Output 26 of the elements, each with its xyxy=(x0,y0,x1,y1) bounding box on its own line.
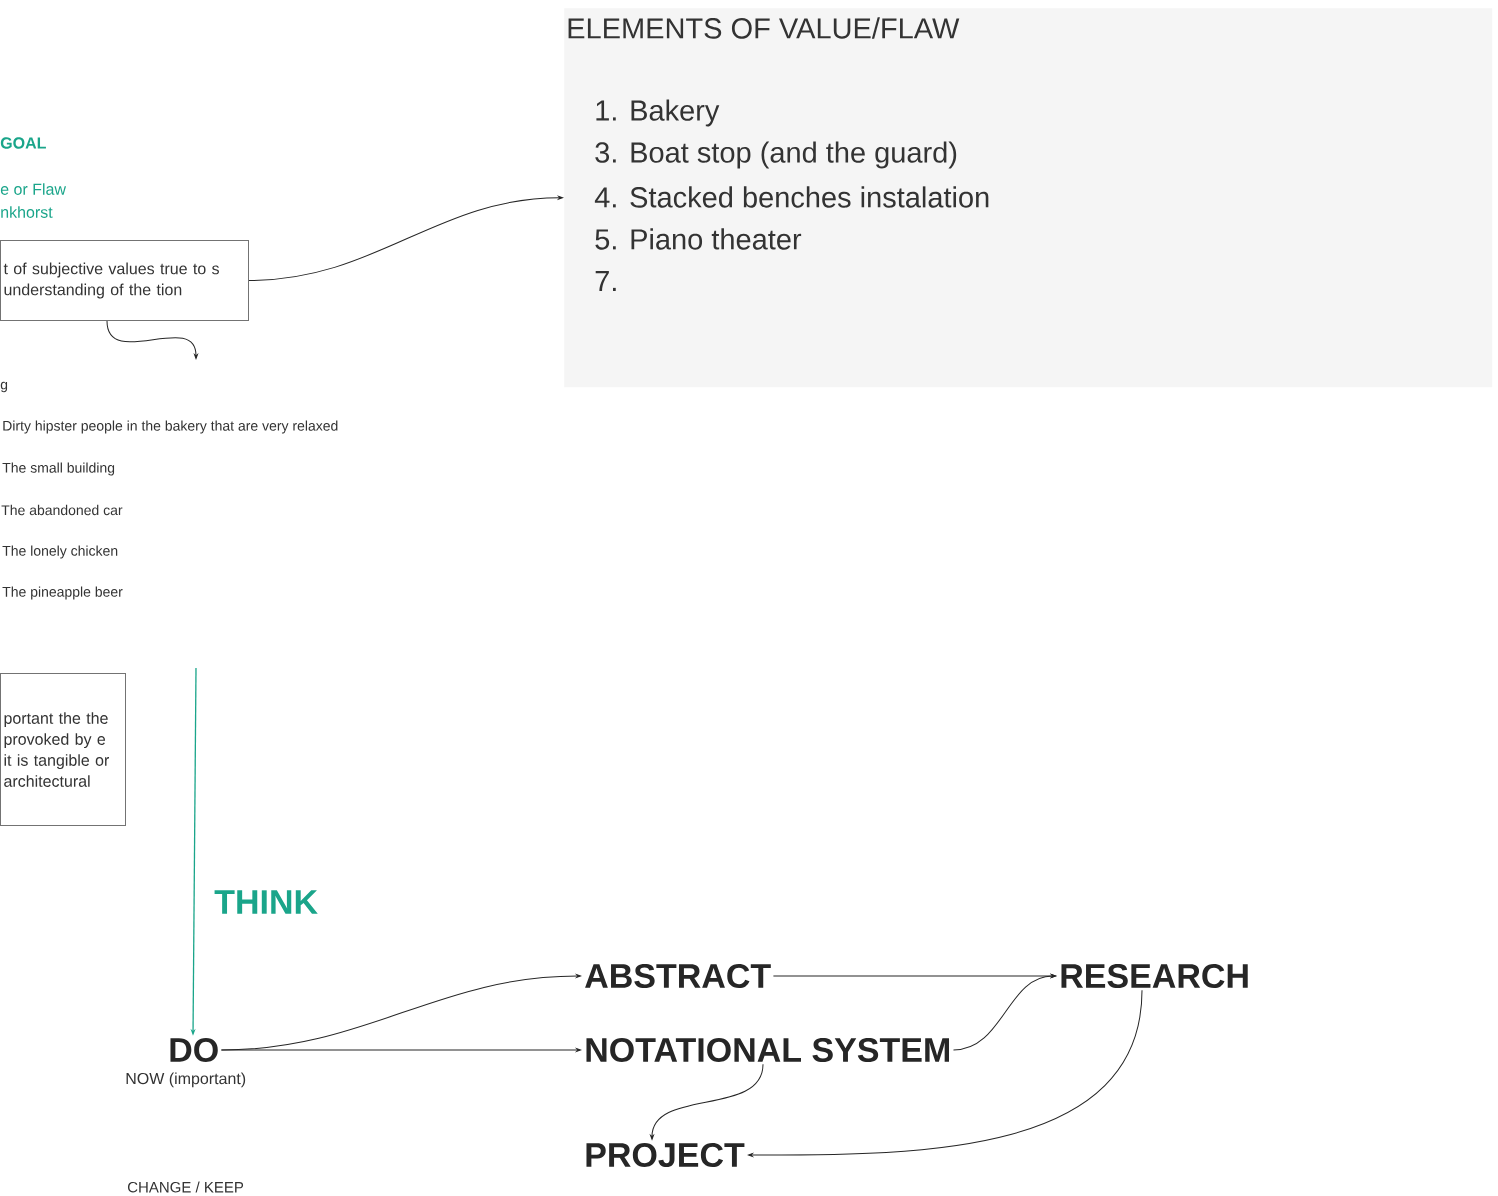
arrow xyxy=(748,989,1143,1157)
step-label: ABSTRACT xyxy=(585,963,771,989)
label-text: Dirty hipster people in the bakery that are very relaxed xyxy=(3,420,338,434)
label-text: nkhorst xyxy=(1,206,53,218)
arrow xyxy=(952,974,1057,1051)
label-text: e or Flaw xyxy=(0,183,66,195)
arrow xyxy=(220,1048,581,1052)
step-label: RESEARCH xyxy=(1061,963,1248,989)
note-text: NOW (important) xyxy=(126,1072,246,1088)
arrow xyxy=(106,320,198,359)
edge-label: THINK xyxy=(214,890,318,914)
label-text: g xyxy=(0,381,8,393)
step-label: NOTATIONAL SYSTEM xyxy=(586,1037,949,1063)
label-text: The pineapple beer xyxy=(2,586,123,600)
arrow xyxy=(248,195,563,281)
list-panel: ELEMENTS OF VALUE/FLAW 1. Bakery 3. Boat stop (and the guard) 4. Stacked benches instalation 5. Piano theater 7. xyxy=(564,8,1493,388)
label-text: The lonely chicken xyxy=(2,545,118,559)
label-text: CHANGE / KEEP xyxy=(127,1181,244,1193)
step-label: DO xyxy=(170,1037,218,1063)
text-box: t of subjective values true to s understanding of the tion xyxy=(0,240,249,321)
arrow xyxy=(650,1063,764,1140)
text-box: portant the the provoked by e it is tangible or architectural xyxy=(0,673,126,826)
step-label: PROJECT xyxy=(586,1142,745,1168)
label-text: The small building xyxy=(2,462,115,476)
heading-text: GOAL xyxy=(0,137,46,149)
label-text: The abandoned car xyxy=(1,504,123,516)
